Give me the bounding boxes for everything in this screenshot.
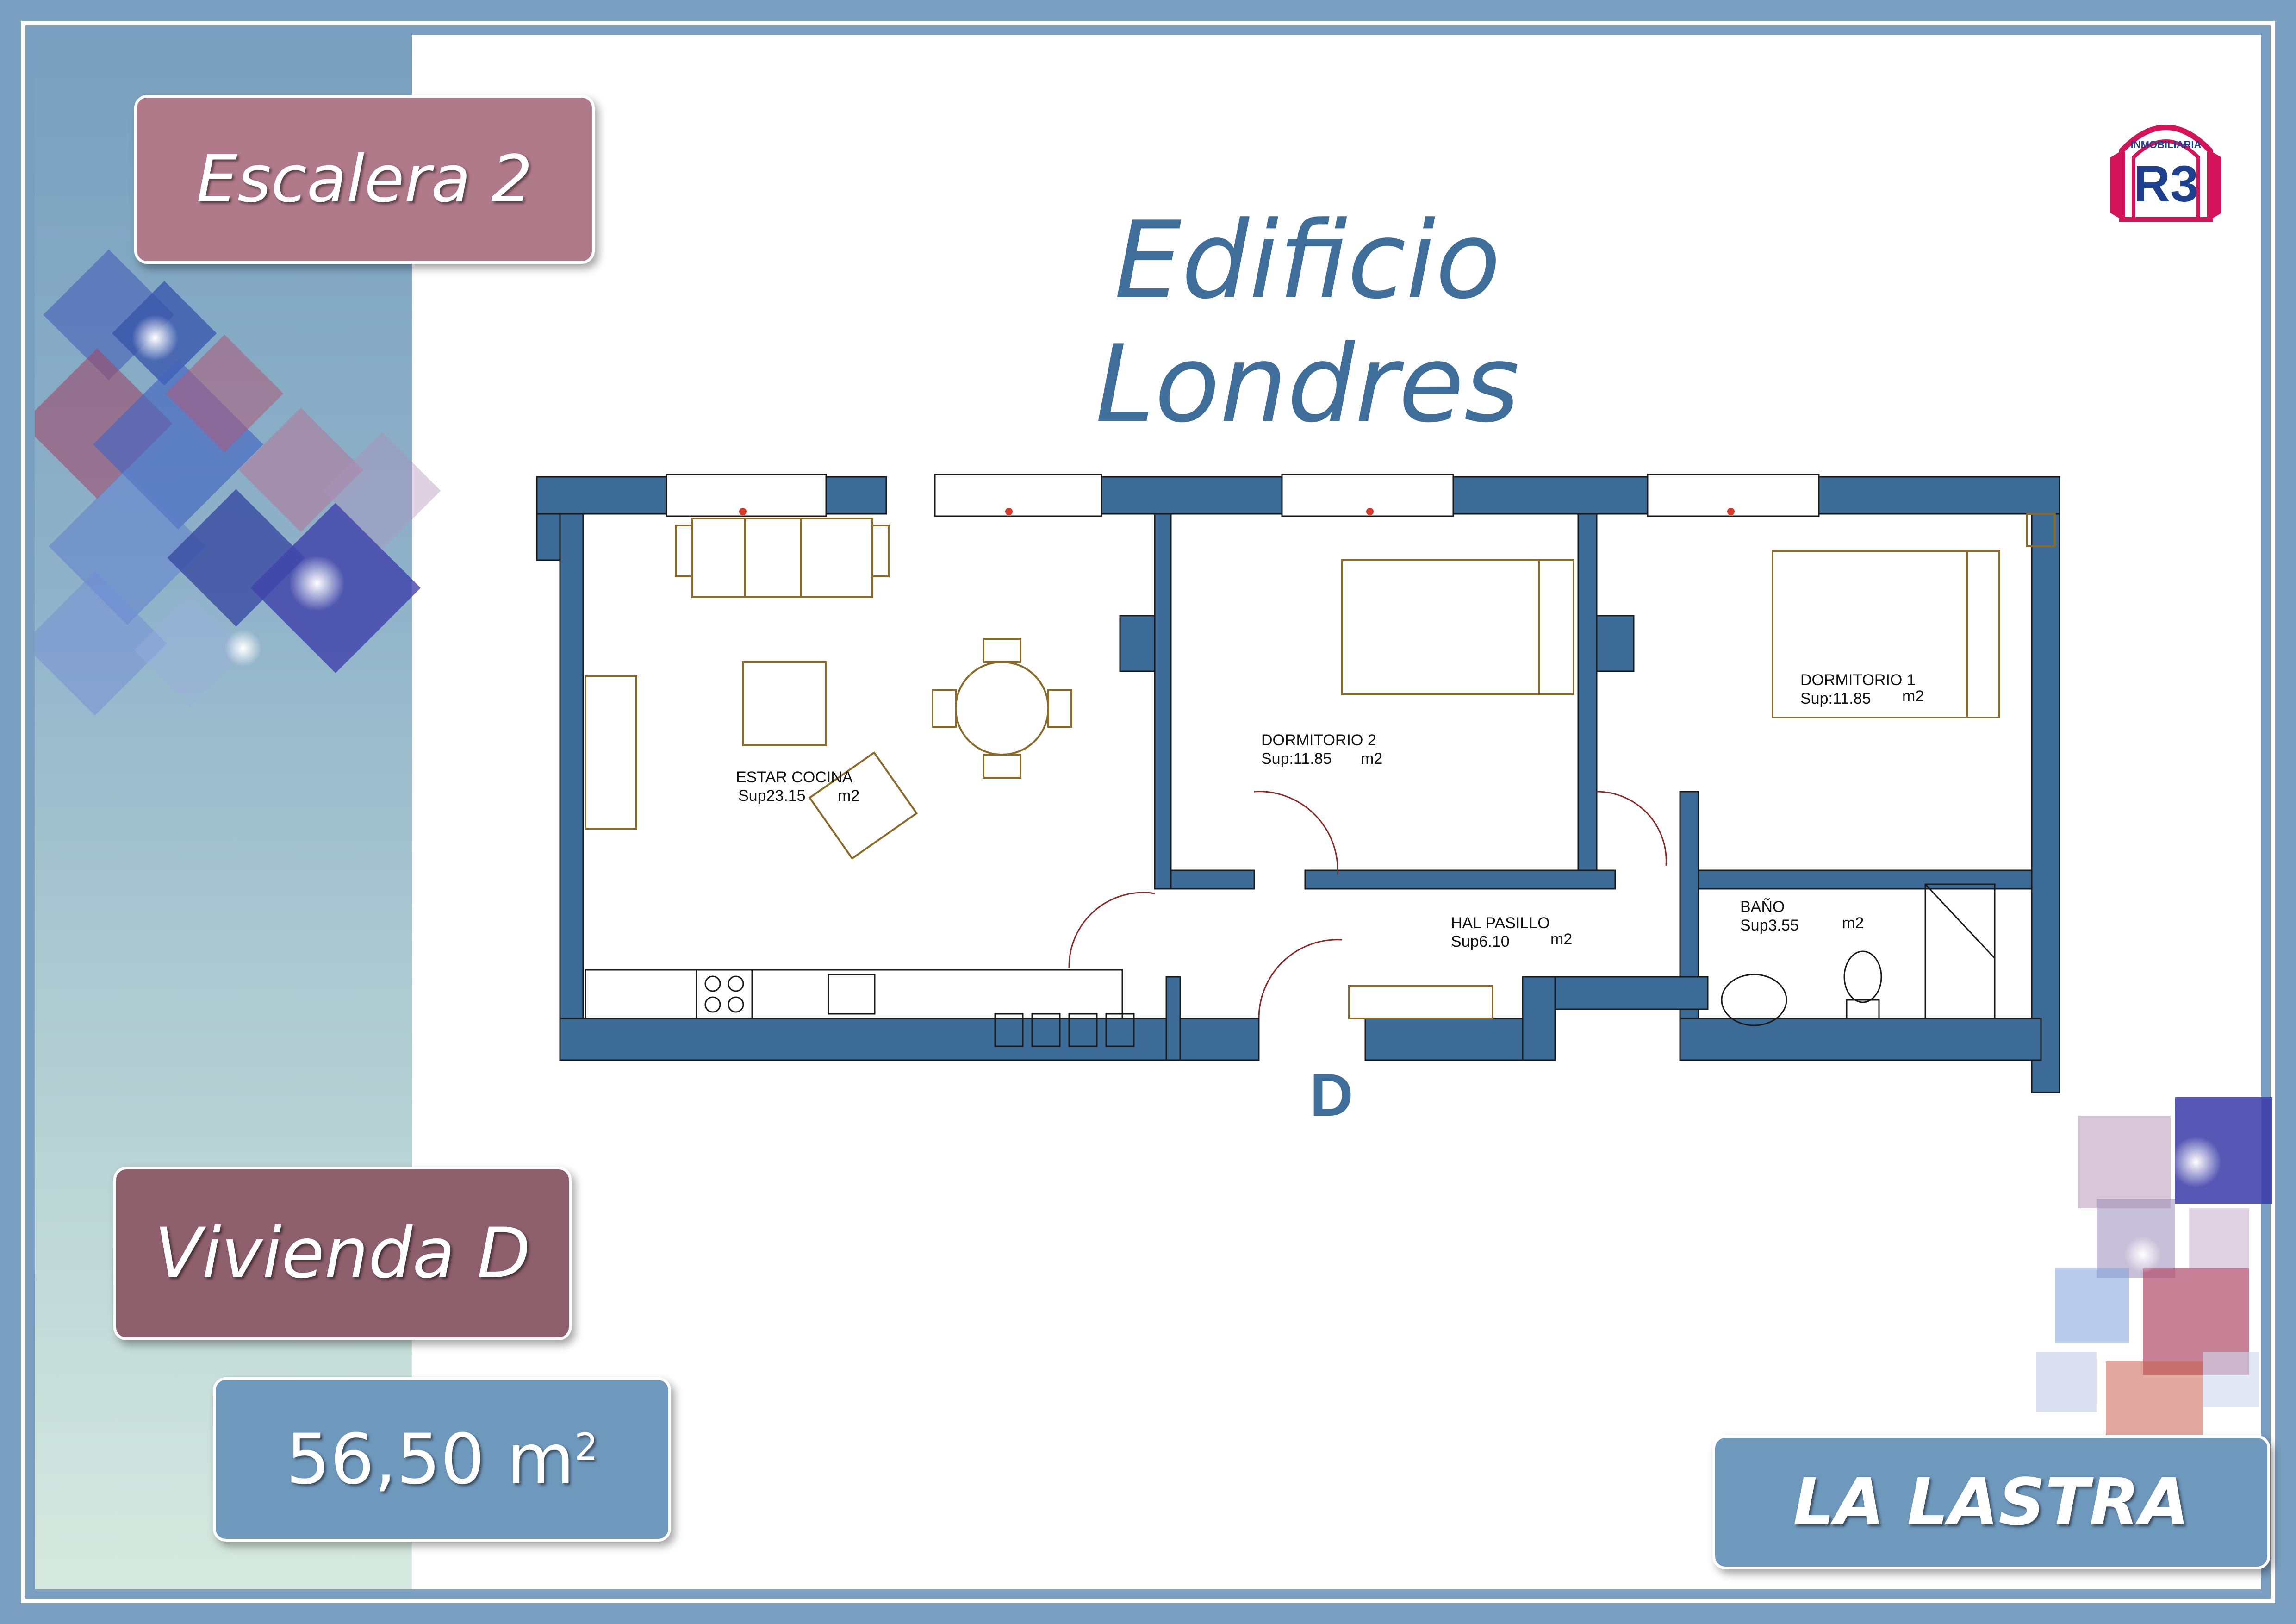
room-unit-dorm2: m2 — [1361, 750, 1382, 768]
unit-label-text: Vivienda D — [154, 1213, 531, 1294]
room-unit-bano: m2 — [1842, 914, 1864, 932]
unit-label: Vivienda D — [113, 1167, 572, 1340]
area-label-text: 56,50 m2 — [286, 1419, 598, 1500]
unit-letter: D — [1310, 1061, 1353, 1129]
decorative-squares-right — [2036, 1097, 2272, 1440]
inner-border — [21, 21, 2275, 1603]
r3-logo: INMOBILIARIA R3 — [2110, 125, 2221, 222]
svg-text:R3: R3 — [2134, 156, 2199, 212]
district-label: LA LASTRA — [1712, 1435, 2270, 1569]
room-label-hal: HAL PASILLO — [1451, 914, 1550, 932]
room-sup-bano: Sup3.55 — [1740, 917, 1799, 934]
page-title: Edificio Londres — [1095, 199, 1520, 446]
room-label-estar: ESTAR COCINA — [736, 768, 853, 786]
room-sup-dorm1: Sup:11.85 — [1800, 690, 1871, 707]
room-unit-dorm1: m2 — [1902, 687, 1924, 705]
room-unit-hal: m2 — [1550, 931, 1572, 948]
room-sup-estar: Sup23.15 — [738, 787, 806, 805]
area-exponent: 2 — [574, 1425, 598, 1468]
room-label-dorm1: DORMITORIO 1 — [1800, 671, 1916, 689]
stair-label: Escalera 2 — [134, 95, 595, 264]
district-label-text: LA LASTRA — [1793, 1464, 2190, 1540]
room-label-dorm2: DORMITORIO 2 — [1261, 731, 1376, 749]
main-panel — [412, 35, 2261, 1589]
svg-text:INMOBILIARIA: INMOBILIARIA — [2131, 139, 2202, 150]
decorative-squares-left — [35, 249, 441, 716]
room-label-bano: BAÑO — [1740, 898, 1785, 916]
room-sup-dorm2: Sup:11.85 — [1261, 750, 1332, 768]
room-sup-hal: Sup6.10 — [1451, 933, 1510, 950]
area-label: 56,50 m2 — [213, 1377, 671, 1542]
area-value: 56,50 m — [286, 1419, 575, 1500]
floor-plan: ESTAR COCINA Sup23.15 m2 DORMITORIO 2 Su… — [536, 474, 2060, 1129]
room-unit-estar: m2 — [838, 787, 859, 805]
stair-label-text: Escalera 2 — [196, 142, 533, 217]
